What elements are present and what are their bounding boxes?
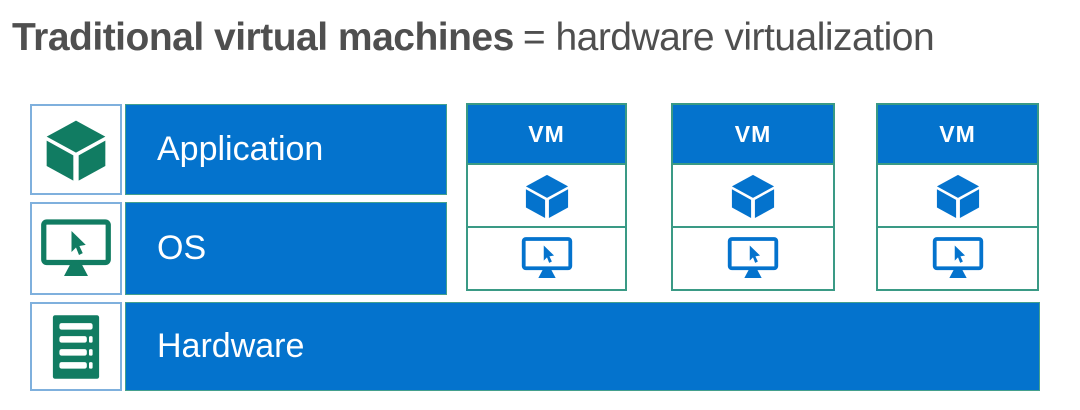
title-regular-segment: = hardware virtualization (522, 16, 935, 59)
page-title: Traditional virtual machines= hardware v… (12, 16, 935, 60)
cube-icon (46, 120, 106, 181)
monitor-cursor-icon (40, 218, 112, 280)
os-label: OS (157, 229, 207, 267)
vm-3-header: VM (878, 105, 1037, 165)
monitor-cursor-icon (932, 237, 983, 280)
layer-row-application: Application (30, 104, 447, 195)
application-label: Application (157, 130, 324, 168)
vm-1-label: VM (528, 120, 565, 147)
os-icon-box (30, 202, 122, 295)
vm-2-header: VM (673, 105, 833, 165)
cube-icon (936, 174, 979, 218)
application-icon-box (30, 104, 122, 195)
hardware-layer-bar: Hardware (125, 302, 1040, 391)
server-icon (52, 314, 100, 379)
layer-row-hardware: Hardware (30, 302, 1040, 391)
vm-3-label: VM (939, 120, 976, 147)
vm-1-header: VM (468, 105, 625, 165)
cube-icon (731, 174, 775, 218)
monitor-cursor-icon (727, 237, 779, 280)
vm-box-1: VM (466, 103, 627, 291)
cube-icon (525, 174, 568, 218)
vm-2-application-section (673, 165, 833, 228)
layer-row-os: OS (30, 202, 447, 295)
vm-3-application-section (878, 165, 1037, 228)
hardware-label: Hardware (157, 327, 305, 365)
vm-2-label: VM (734, 120, 772, 147)
os-layer-bar: OS (125, 202, 447, 295)
vm-box-2: VM (671, 103, 835, 291)
application-layer-bar: Application (125, 104, 447, 195)
vm-1-os-section (468, 228, 625, 289)
hardware-icon-box (30, 302, 122, 391)
vm-3-os-section (878, 228, 1037, 289)
vm-box-3: VM (876, 103, 1039, 291)
vm-1-application-section (468, 165, 625, 228)
monitor-cursor-icon (521, 237, 572, 280)
vm-2-os-section (673, 228, 833, 289)
title-bold-segment: Traditional virtual machines (12, 16, 514, 59)
